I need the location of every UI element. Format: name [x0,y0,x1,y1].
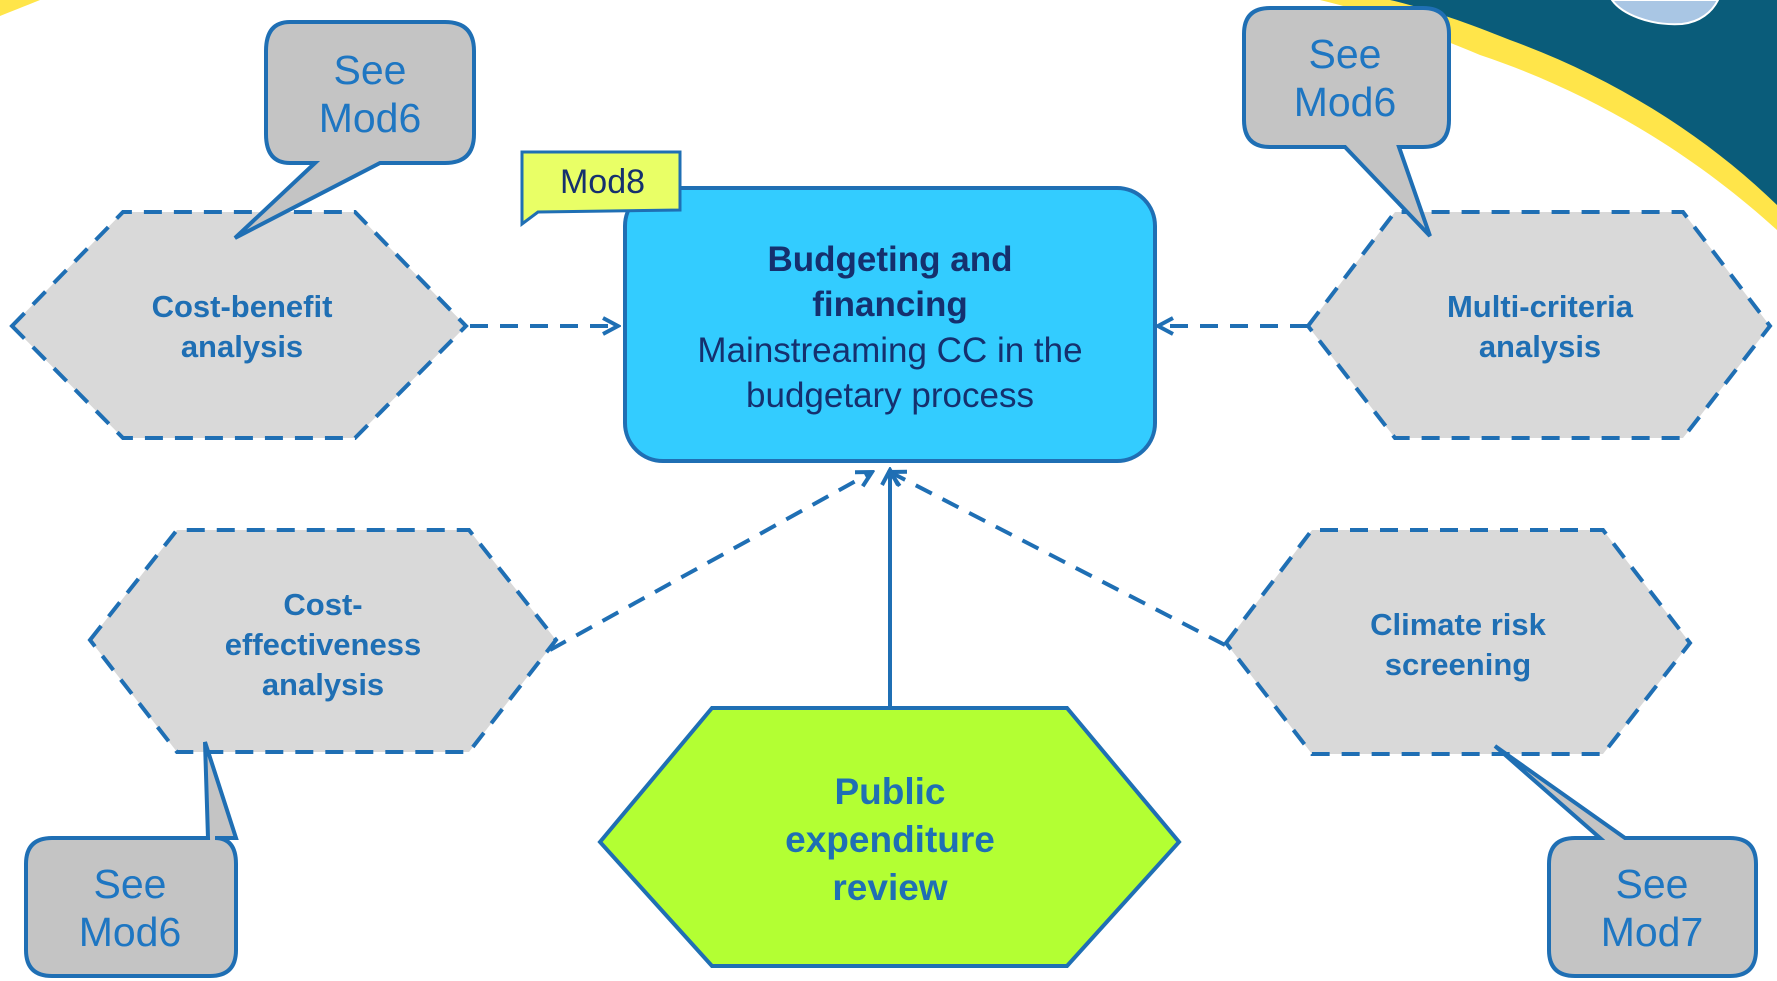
callout-top-right-shape [1242,6,1451,238]
hex-cost-benefit [9,210,469,440]
climate-risk-label: Climate risk screening [1370,606,1546,682]
mod8-tag-label: Mod8 [559,162,646,201]
callout-bottom-left-shape [24,741,239,978]
mod8-tag-shape [520,150,682,227]
callout-top-left-shape [233,20,476,240]
globe-decoration [1610,0,1720,26]
center-box [623,186,1157,463]
hex-multi-criteria [1305,210,1773,440]
header-left-decoration [0,0,40,16]
center-label: Budgeting and financing Mainstreaming CC… [640,225,1140,430]
cost-effectiveness-label: Cost-effectiveness analysis [224,586,422,703]
center-title: Budgeting and financing [767,239,1013,325]
callout-top-left-label: See Mod6 [318,46,422,141]
center-subtitle: Mainstreaming CC in the budgetary proces… [697,330,1083,416]
arrow-climate-risk [890,472,1226,647]
header-teal-swoosh [1390,0,1777,205]
callout-bottom-left-label: See Mod6 [78,860,182,955]
public-expenditure-label: Public expenditure review [785,770,995,909]
multi-criteria-label: Multi-criteria analysis [1446,288,1634,364]
hex-cost-effectiveness [87,528,559,754]
callout-bottom-right-label: See Mod7 [1600,860,1704,955]
hex-public-expenditure [597,706,1182,968]
callout-top-right-label: See Mod6 [1293,30,1397,125]
arrow-cost-effectiveness [549,472,872,652]
cost-benefit-label: Cost-benefit analysis [151,288,333,364]
hex-climate-risk [1223,528,1693,756]
callout-bottom-right-shape [1493,744,1758,978]
